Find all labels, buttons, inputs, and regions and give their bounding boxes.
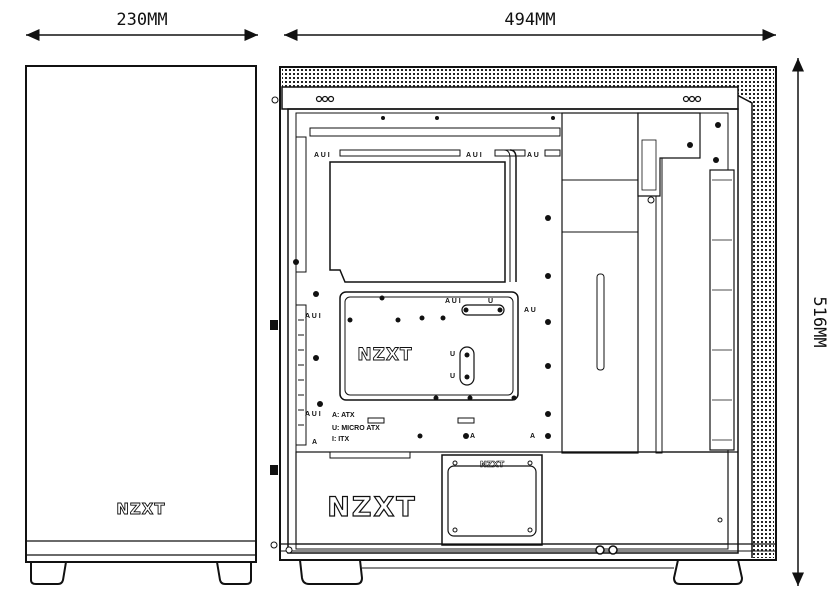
height-dimension: 516MM bbox=[792, 58, 829, 586]
hole-label-top-mid: A U I bbox=[466, 152, 482, 159]
psu-brand-logo: NZXT bbox=[480, 460, 505, 469]
legend-value-micro-atx: MICRO ATX bbox=[341, 425, 380, 432]
standoff-legend: A: ATX U: MICRO ATX I: ITX bbox=[332, 412, 380, 443]
side-front-foot bbox=[672, 559, 744, 585]
legend-key-itx: I: bbox=[332, 436, 336, 443]
svg-text:I: ITX: I: ITX bbox=[332, 436, 349, 443]
legend-value-itx: ITX bbox=[338, 436, 349, 443]
hole-label-left-bottom: A bbox=[312, 439, 317, 446]
hole-label-tray-u2: U bbox=[450, 373, 455, 380]
hole-label-top-left: A U I bbox=[314, 152, 330, 159]
side-view: NZXT A: ATX U: MICRO ATX I: ITX A U I A … bbox=[270, 66, 777, 585]
hole-label-tray-top: A U I bbox=[445, 298, 461, 305]
front-mesh-panel bbox=[722, 69, 774, 558]
front-view: NZXT bbox=[25, 65, 257, 585]
height-label: 516MM bbox=[809, 296, 829, 347]
hole-labels: A U I A U I A U A U I A U I U A U U U A … bbox=[305, 152, 539, 446]
legend-key-atx: A: bbox=[332, 412, 339, 419]
svg-text:A: ATX: A: ATX bbox=[332, 412, 355, 419]
top-mesh-panel bbox=[282, 69, 774, 87]
cpu-cutout bbox=[329, 161, 506, 283]
hole-label-tray-right-a: A U bbox=[524, 307, 536, 314]
hole-label-bottom-a2: A bbox=[530, 433, 535, 440]
legend-value-atx: ATX bbox=[341, 412, 355, 419]
width-label: 230MM bbox=[116, 10, 167, 30]
hole-label-left-col: A U I bbox=[305, 313, 321, 320]
front-fans bbox=[709, 169, 735, 451]
cable-bar bbox=[561, 112, 639, 454]
svg-text:U: MICRO ATX: U: MICRO ATX bbox=[332, 425, 380, 432]
hole-label-tray-u1: U bbox=[450, 351, 455, 358]
length-label: 494MM bbox=[504, 10, 555, 30]
hinge-bottom bbox=[270, 465, 278, 475]
hole-label-tray-right-u: U bbox=[488, 298, 493, 305]
length-dimension: 494MM bbox=[284, 10, 776, 41]
legend-key-micro-atx: U: bbox=[332, 425, 339, 432]
tray-brand-logo: NZXT bbox=[357, 345, 412, 365]
hinge-top bbox=[270, 320, 278, 330]
front-right-foot bbox=[215, 561, 252, 585]
front-brand-logo: NZXT bbox=[116, 500, 165, 518]
shroud-brand-logo: NZXT bbox=[327, 492, 416, 523]
hole-label-left-bottom2: A U I bbox=[305, 411, 321, 418]
hole-label-bottom-a: A bbox=[470, 433, 475, 440]
front-left-foot bbox=[30, 561, 68, 585]
psu-bracket bbox=[441, 454, 543, 546]
width-dimension: 230MM bbox=[26, 10, 258, 41]
hole-label-top-right: A U bbox=[527, 152, 539, 159]
side-rear-foot bbox=[298, 559, 364, 585]
